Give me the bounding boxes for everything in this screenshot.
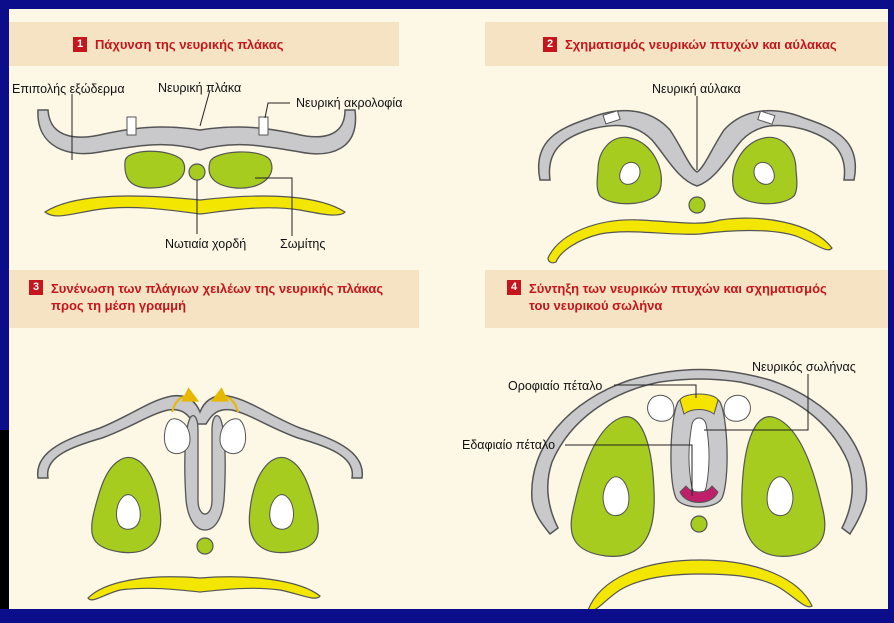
- label-notochord: Νωτιαία χορδή: [165, 237, 246, 251]
- endoderm-2: [548, 218, 832, 263]
- label-neural-tube: Νευρικός σωλήνας: [752, 360, 856, 374]
- somite-left-1: [125, 151, 185, 188]
- endoderm-3: [88, 577, 320, 600]
- notochord-2: [689, 197, 705, 213]
- label-neural-crest: Νευρική ακρολοφία: [296, 96, 402, 110]
- surface-ectoderm-3: [38, 396, 363, 478]
- ectoderm-band-1: [38, 110, 356, 154]
- label-somite: Σωμίτης: [280, 237, 325, 251]
- panel-4: Οροφιαίο πέταλο Νευρικός σωλήνας Εδαφιαί…: [462, 360, 867, 611]
- neural-crest-left-4: [648, 395, 675, 421]
- notochord-3: [197, 538, 213, 554]
- label-roof-plate: Οροφιαίο πέταλο: [508, 379, 602, 393]
- panel-3: [38, 396, 363, 600]
- leader-neural-plate: [200, 90, 210, 126]
- endoderm-4: [588, 560, 812, 611]
- label-floor-plate: Εδαφιαίο πέταλο: [462, 438, 555, 452]
- panel-2: Νευρική αύλακα: [539, 82, 856, 263]
- panel-1: Επιπολής εξώδερμα Νευρική πλάκα Νευρική …: [12, 81, 402, 251]
- notochord-1: [189, 164, 205, 180]
- label-ectoderm: Επιπολής εξώδερμα: [12, 82, 125, 96]
- label-neural-groove: Νευρική αύλακα: [652, 82, 741, 96]
- somite-cavity-right-4: [767, 477, 793, 516]
- neural-crest-right-4: [724, 395, 751, 421]
- neural-crest-right-3: [220, 419, 246, 454]
- leader-neural-crest: [265, 103, 290, 118]
- neural-crest-left-3: [164, 419, 190, 454]
- frame-left-shadow: [0, 430, 9, 623]
- frame-top: [0, 0, 894, 9]
- frame-bottom: [0, 609, 894, 623]
- endoderm-1: [45, 196, 345, 216]
- neural-crest-left-1: [127, 117, 136, 135]
- somite-cavity-left-4: [603, 477, 629, 516]
- notochord-4: [691, 516, 707, 532]
- neural-tube-forming-3: [185, 416, 225, 530]
- somite-right-1: [209, 152, 272, 188]
- frame-right: [888, 0, 894, 623]
- label-neural-plate: Νευρική πλάκα: [158, 81, 241, 95]
- neural-crest-right-1: [259, 117, 268, 135]
